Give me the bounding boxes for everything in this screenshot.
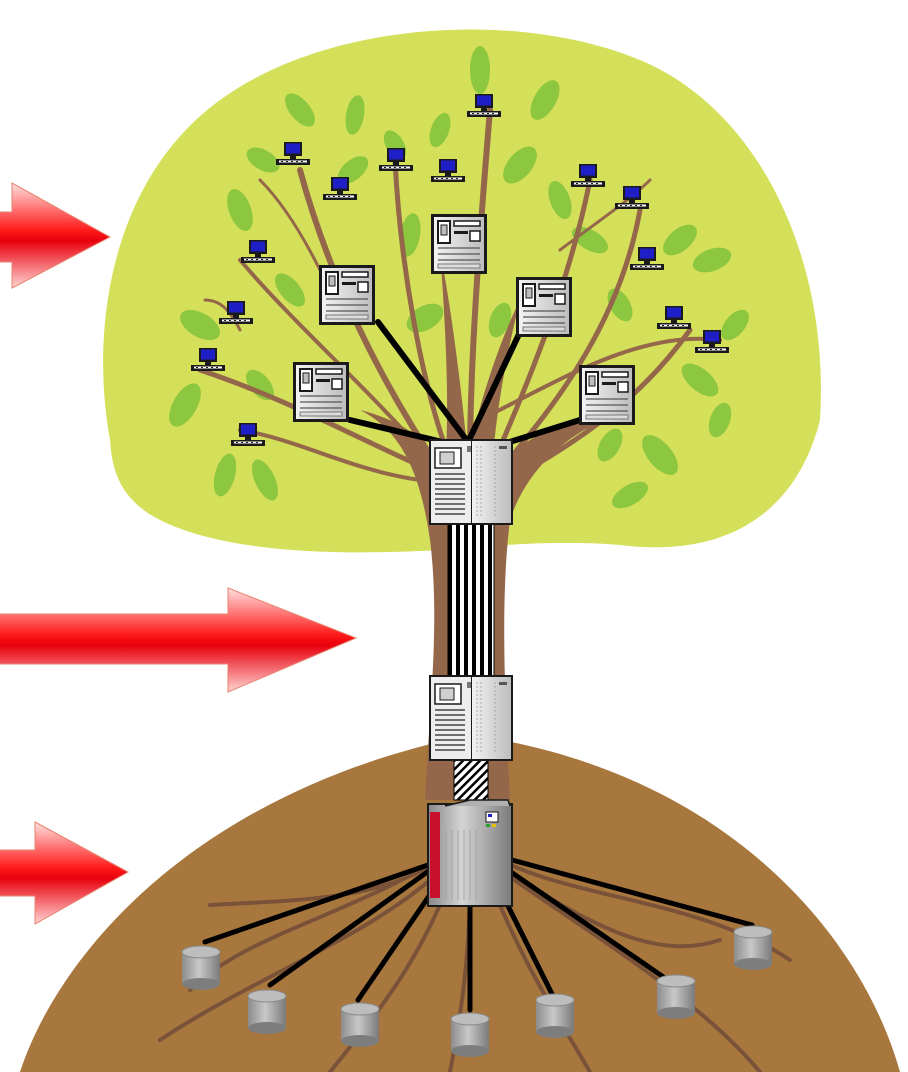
- departmental-server-icon: [515, 276, 573, 338]
- database-cylinder-icon: [656, 974, 696, 1020]
- arrow-top: [0, 182, 112, 289]
- departmental-server-icon: [318, 264, 376, 326]
- trunk-link-striped: [447, 521, 495, 679]
- arrows: [0, 182, 358, 925]
- data-server-icon: [428, 674, 514, 762]
- database-cylinder-icon: [450, 1012, 490, 1058]
- database-cylinder-icon: [181, 945, 221, 991]
- mainframe-link-hatched: [453, 757, 489, 801]
- arrow-bottom: [0, 821, 130, 925]
- database-cylinder-icon: [535, 993, 575, 1039]
- departmental-server-icon: [430, 213, 488, 275]
- database-cylinder-icon: [340, 1002, 380, 1048]
- mainframe-icon: [427, 799, 513, 907]
- departmental-server-icon: [578, 364, 636, 426]
- departmental-server-icon: [292, 361, 350, 423]
- database-cylinder-icon: [247, 989, 287, 1035]
- application-server-icon: [428, 438, 514, 526]
- arrow-middle: [0, 587, 358, 693]
- database-links: [202, 857, 755, 1013]
- database-cylinder-icon: [733, 925, 773, 971]
